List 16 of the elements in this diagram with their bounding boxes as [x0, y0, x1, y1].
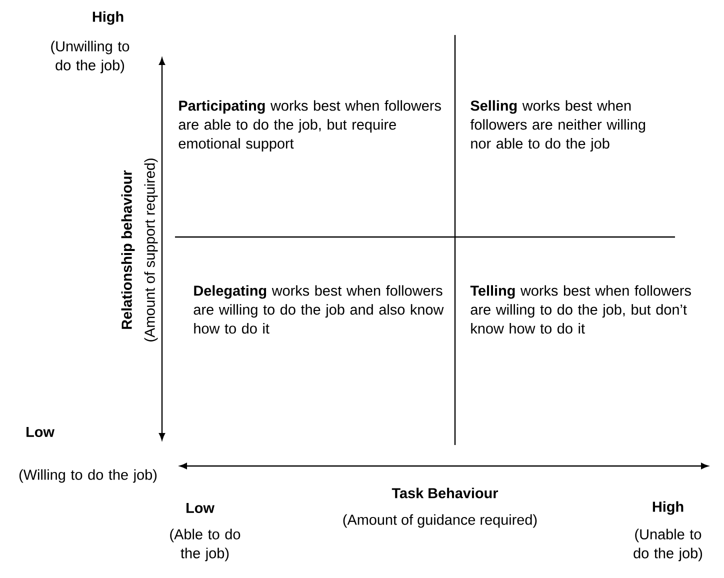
axis-label: (Willing to do the job)	[19, 469, 157, 483]
quadrant-text: Selling works best when followers are neither willing nor able to do the job	[470, 100, 646, 152]
axis-label: (Amount of support required)	[144, 158, 158, 342]
quadrant-text: Participating works best when followers are able to do the job, but require emotional support	[178, 100, 441, 152]
quadrant-text: Telling works best when followers are willing to do the job, but don’t know how to do it	[470, 285, 691, 334]
axis-label: Low	[186, 502, 214, 514]
axis-label: High	[652, 501, 684, 515]
quadrant-text: Delegating works best when followers are willing to do the job and also know how to do it	[194, 285, 444, 334]
axis-label: (Unwilling to do the job)	[51, 40, 130, 74]
axis-title: Task Behaviour	[392, 488, 498, 498]
axis-label: (Able to do the job)	[170, 528, 240, 562]
axis-label: (Amount of guidance required)	[343, 514, 537, 528]
axis-title: Relationship behaviour	[121, 170, 135, 329]
axis-label: (Unable to do the job)	[634, 528, 702, 562]
axis-label: High	[92, 11, 124, 25]
axis-label: Low	[26, 426, 54, 438]
